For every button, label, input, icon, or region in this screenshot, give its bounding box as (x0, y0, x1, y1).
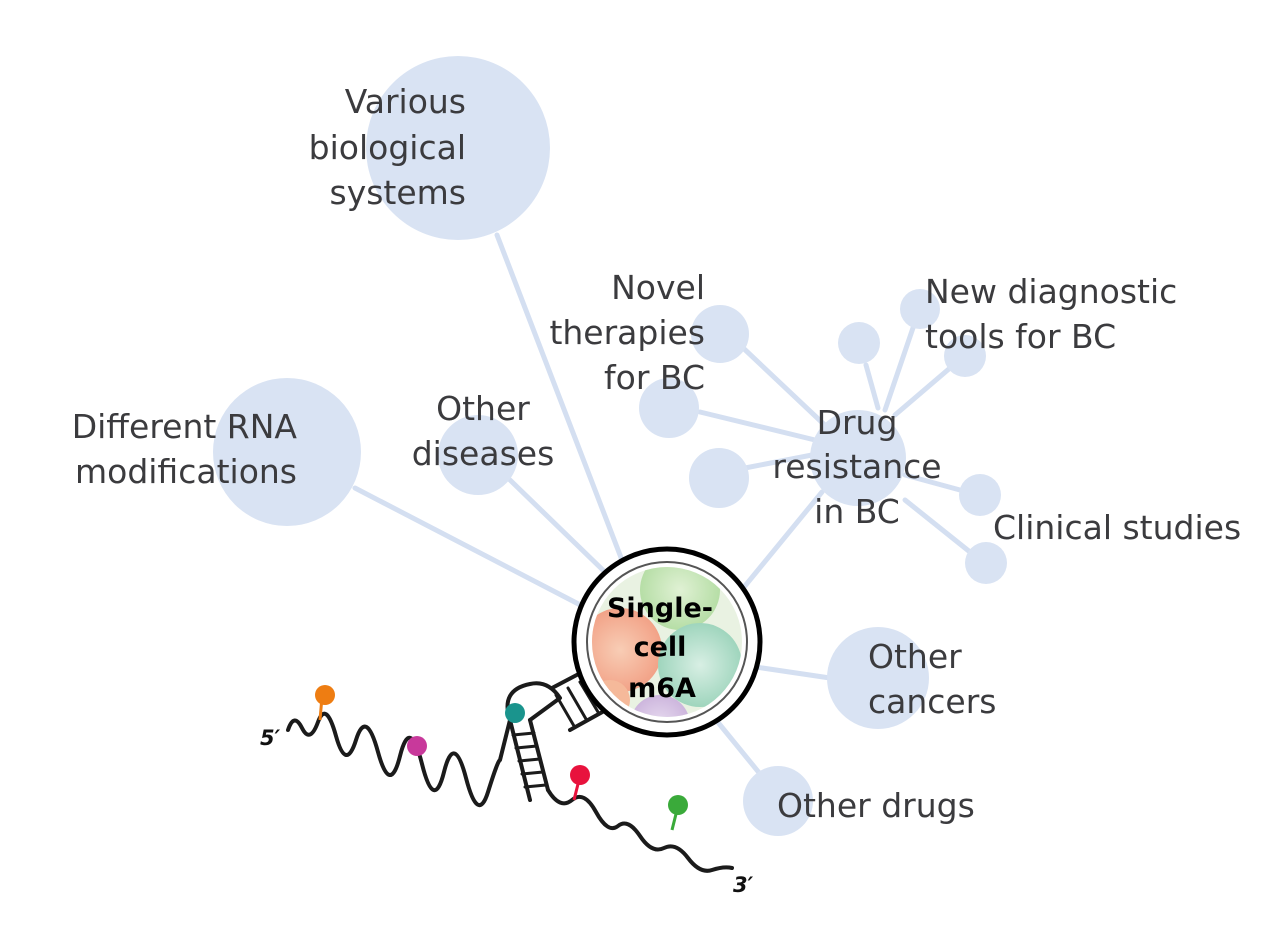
connector-other-drugs (709, 712, 768, 783)
spoke-top-center (863, 362, 881, 411)
spoke-diagnostic-upper (882, 319, 918, 413)
rna-stem-rungs (511, 731, 548, 789)
svg-text:systems: systems (330, 173, 467, 212)
spoke-mid-left (697, 409, 818, 443)
bubble-diagnostic-lower (944, 335, 986, 377)
svg-text:for BC: for BC (604, 358, 705, 397)
rna-stem-right (528, 718, 550, 792)
mod-dot-orange (315, 685, 335, 705)
connector-lines (352, 232, 973, 783)
mod-dot-green (668, 795, 688, 815)
svg-text:Other: Other (436, 389, 530, 428)
bubble-drug-resistance (810, 410, 906, 506)
bubble-diagnostic-upper (900, 289, 940, 329)
modification-pins (315, 685, 688, 831)
connector-various-biological-systems (494, 232, 628, 571)
bubble-top-center (838, 322, 880, 364)
rna-5prime-arm (286, 711, 512, 808)
svg-text:Various: Various (345, 82, 466, 121)
bubble-different-rna-modifications (213, 378, 361, 526)
bubble-clinical-upper (959, 474, 1001, 516)
label-various-biological-systems: Various biological systems (309, 82, 466, 212)
connector-drug-resistance (737, 489, 825, 595)
bubble-other-diseases (438, 415, 518, 495)
center-node-single-cell-m6a: Single- cell m6A (571, 546, 763, 738)
five-prime-label: 5′ (260, 726, 281, 750)
center-label-line-2: cell (634, 632, 687, 663)
cell-cluster-image (592, 567, 742, 717)
center-label-line-3: m6A (628, 673, 696, 704)
label-different-rna-modifications: Different RNA modifications (72, 407, 298, 491)
label-new-diagnostic-tools: New diagnostic tools for BC (925, 272, 1177, 356)
mod-dot-teal (505, 703, 525, 723)
svg-text:diseases: diseases (412, 434, 555, 473)
rna-3prime-arm (546, 788, 734, 873)
spoke-novel-therapies (737, 342, 833, 433)
bubble-novel-therapies (691, 305, 749, 363)
svg-text:biological: biological (309, 128, 466, 167)
bubbles (213, 56, 1007, 836)
three-prime-label: 3′ (733, 873, 754, 897)
label-novel-therapies: Novel therapies for BC (549, 268, 705, 397)
svg-text:Clinical studies: Clinical studies (993, 508, 1241, 547)
spoke-clinical-upper (902, 472, 963, 493)
center-label-line-1: Single- (607, 593, 713, 624)
rna-strand (286, 666, 734, 873)
svg-text:resistance: resistance (772, 447, 941, 486)
spoke-clinical-lower (902, 497, 973, 555)
label-clinical-studies: Clinical studies (993, 508, 1241, 547)
label-other-cancers: Other cancers (868, 637, 997, 721)
label-other-drugs: Other drugs (777, 786, 975, 825)
svg-text:in BC: in BC (814, 492, 900, 531)
bubble-low-left (689, 448, 749, 508)
mod-dot-magenta (407, 736, 427, 756)
svg-text:New diagnostic: New diagnostic (925, 272, 1177, 311)
bubble-other-drugs (743, 766, 813, 836)
svg-text:Drug: Drug (817, 403, 898, 442)
svg-text:tools for BC: tools for BC (925, 317, 1116, 356)
svg-text:therapies: therapies (549, 313, 705, 352)
svg-text:modifications: modifications (75, 452, 297, 491)
connector-different-rna-modifications (352, 485, 593, 613)
svg-text:cancers: cancers (868, 682, 997, 721)
connector-other-diseases (507, 477, 611, 578)
bubble-clinical-lower (965, 542, 1007, 584)
svg-text:Novel: Novel (611, 268, 705, 307)
bubble-mid-left (639, 378, 699, 438)
bubble-various-biological-systems (366, 56, 550, 240)
mod-dot-red (570, 765, 590, 785)
spoke-low-left (742, 452, 815, 471)
bubble-other-cancers (827, 627, 929, 729)
spoke-diagnostic-lower (892, 365, 953, 418)
rna-loop (505, 681, 562, 722)
label-drug-resistance: Drug resistance in BC (772, 403, 941, 531)
label-other-diseases: Other diseases (412, 389, 555, 473)
svg-text:Other: Other (868, 637, 962, 676)
svg-text:Different RNA: Different RNA (72, 407, 298, 446)
svg-text:Other drugs: Other drugs (777, 786, 975, 825)
